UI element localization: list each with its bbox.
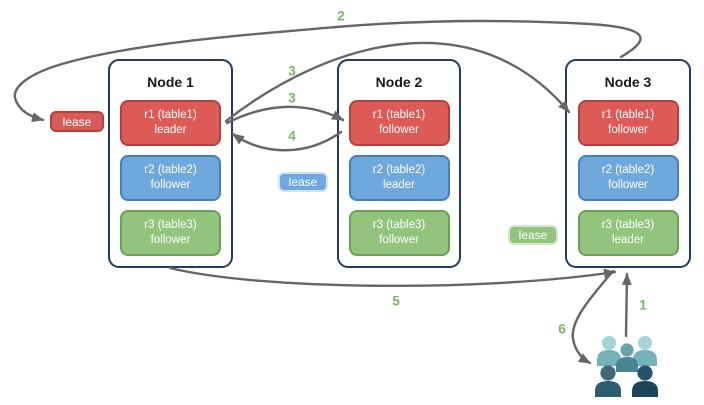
arrow-step-1 — [621, 272, 632, 338]
step-label-5: 5 — [392, 293, 400, 309]
step-label-3a: 3 — [288, 63, 296, 79]
replica-role: follower — [608, 124, 648, 136]
node-1: Node 1 r1 (table1) leader r2 (table2) fo… — [108, 59, 233, 268]
replica-label: r2 (table2) — [144, 164, 197, 177]
node-2: Node 2 r1 (table1) follower r2 (table2) … — [337, 59, 461, 268]
node-3: Node 3 r1 (table1) follower r2 (table2) … — [565, 59, 691, 268]
arrow-step-5 — [168, 266, 617, 288]
replica-label: r1 (table1) — [372, 109, 426, 122]
node-1-replica-r2: r2 (table2) follower — [120, 155, 221, 201]
step-label-4: 4 — [288, 128, 296, 144]
lease-badge-r1: lease — [50, 111, 104, 132]
replica-role: follower — [608, 179, 648, 191]
node-2-replica-r2: r2 (table2) leader — [348, 155, 450, 201]
replica-label: r2 (table2) — [372, 164, 426, 177]
node-3-replica-r3: r3 (table3) leader — [577, 210, 679, 256]
step-label-2: 2 — [337, 8, 345, 24]
node-1-title: Node 1 — [147, 74, 194, 90]
node-3-replica-r1: r1 (table1) follower — [577, 100, 679, 146]
node-1-replica-r1: r1 (table1) leader — [120, 100, 221, 146]
step-label-1: 1 — [639, 297, 647, 313]
replica-label: r1 (table1) — [144, 109, 197, 122]
node-3-replica-r2: r2 (table2) follower — [577, 155, 679, 201]
replica-label: r3 (table3) — [601, 219, 655, 232]
replica-role: follower — [379, 124, 419, 136]
arrow-step-3-to-node2 — [225, 105, 345, 125]
replica-role: follower — [150, 234, 191, 246]
replica-label: r3 (table3) — [144, 219, 197, 232]
node-2-replica-r3: r3 (table3) follower — [348, 210, 450, 256]
step-label-3b: 3 — [288, 90, 296, 106]
replica-role: leader — [612, 234, 644, 246]
users-icon — [595, 336, 658, 397]
replica-role: follower — [150, 179, 191, 191]
replica-role: leader — [383, 179, 415, 191]
node-3-title: Node 3 — [604, 74, 652, 90]
arrow-step-4 — [231, 130, 343, 152]
replica-label: r2 (table2) — [601, 164, 655, 177]
lease-badge-r3: lease — [508, 225, 558, 245]
replica-role: follower — [379, 234, 419, 246]
node-1-replica-r3: r3 (table3) follower — [120, 210, 221, 256]
replica-label: r1 (table1) — [601, 109, 655, 122]
step-label-6: 6 — [558, 321, 566, 337]
node-2-replica-r1: r1 (table1) follower — [348, 100, 450, 146]
replica-label: r3 (table3) — [372, 219, 426, 232]
lease-badge-r2: lease — [278, 172, 328, 192]
replica-role: leader — [154, 124, 187, 136]
node-2-title: Node 2 — [375, 74, 423, 90]
arrow-step-6 — [571, 269, 615, 365]
